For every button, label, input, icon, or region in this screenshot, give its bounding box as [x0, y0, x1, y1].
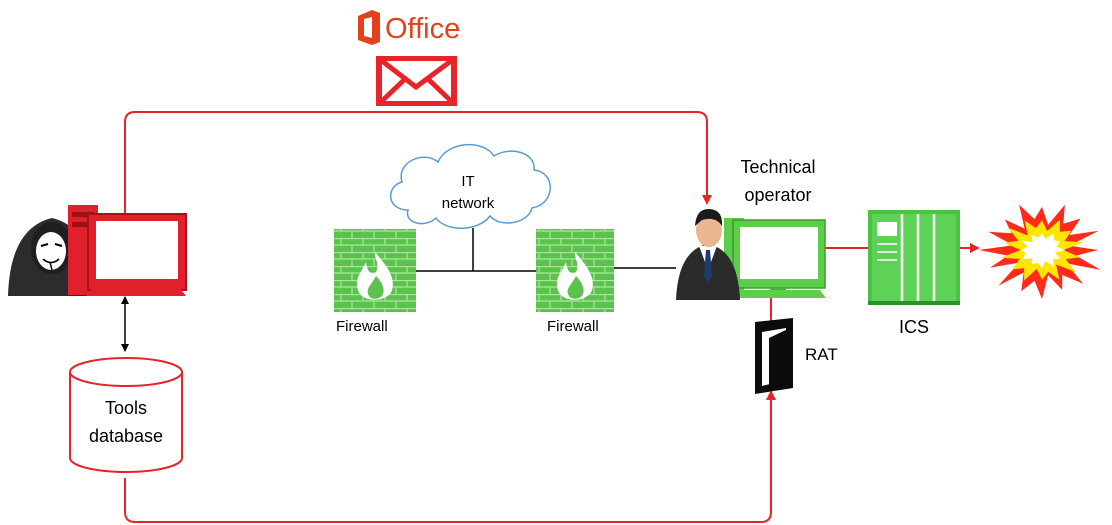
- envelope-icon: [376, 56, 457, 106]
- rat-label: RAT: [805, 345, 838, 364]
- ics-label: ICS: [899, 317, 929, 337]
- operator-person-icon: [676, 208, 740, 300]
- firewall-right-label: Firewall: [547, 318, 599, 335]
- cloud-icon: [390, 143, 551, 229]
- firewall-left-label: Firewall: [336, 318, 388, 335]
- office-label: Office: [385, 13, 460, 45]
- database-icon: [69, 357, 183, 473]
- tools-database-label-line2: database: [89, 426, 163, 446]
- rat-attack-path: [124, 390, 776, 523]
- attacker-computer-icon: [68, 205, 187, 296]
- technical-operator-label-line2: operator: [744, 185, 811, 205]
- explosion-icon: [978, 204, 1101, 299]
- ics-cabinet-icon: [868, 210, 960, 305]
- firewall-icon-right: [536, 229, 614, 312]
- it-network-label-line1: IT: [461, 173, 474, 190]
- technical-operator-label-line1: Technical: [740, 157, 815, 177]
- it-network-label-line2: network: [442, 195, 495, 212]
- tools-database-label-line1: Tools: [105, 398, 147, 418]
- email-attack-path: [124, 111, 712, 215]
- rat-door-icon: [755, 318, 793, 394]
- operator-computer-icon: [724, 218, 826, 298]
- firewall-icon-left: [334, 229, 416, 312]
- office-logo-icon: [358, 10, 380, 45]
